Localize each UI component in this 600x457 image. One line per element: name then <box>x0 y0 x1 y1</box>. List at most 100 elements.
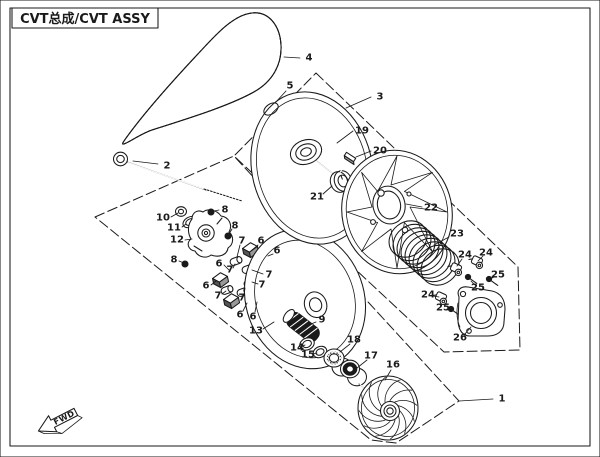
part-label-14: 14 <box>290 343 304 354</box>
part-label-15: 15 <box>301 350 315 361</box>
part-label-7: 7 <box>239 293 246 304</box>
leader-line-7 <box>232 263 236 269</box>
part-label-22: 22 <box>424 203 438 214</box>
part-label-25: 25 <box>471 283 485 294</box>
leader-line-12 <box>184 238 193 241</box>
part-label-25: 25 <box>436 303 450 314</box>
leader-line-22 <box>405 203 423 208</box>
leader-line-23 <box>433 236 450 246</box>
spider-assembly <box>187 209 234 258</box>
snap-ring <box>329 167 349 193</box>
page-border <box>9 7 591 447</box>
lock-nuts <box>181 208 232 268</box>
leader-line-9 <box>305 321 317 327</box>
leader-line-2 <box>132 160 159 165</box>
leader-line-19 <box>336 130 354 144</box>
part-label-7: 7 <box>259 280 266 291</box>
leader-line-6 <box>223 264 231 272</box>
part-label-21: 21 <box>310 192 324 203</box>
part-label-2: 2 <box>164 161 171 172</box>
part-label-5: 5 <box>287 81 294 92</box>
part-label-17: 17 <box>364 351 378 362</box>
leader-line-10 <box>170 212 179 218</box>
page-title: CVT总成/CVT ASSY <box>20 11 150 27</box>
drive-fixed-face-fan <box>357 375 419 441</box>
part-label-18: 18 <box>347 335 361 346</box>
leader-line-16 <box>384 369 392 381</box>
o-ring <box>263 102 279 116</box>
leader-line-15 <box>311 352 318 355</box>
woodruff-key <box>343 151 357 166</box>
leader-line-24 <box>456 258 463 267</box>
leader-line-26 <box>463 326 472 336</box>
part-label-8: 8 <box>222 205 229 216</box>
leader-line-7 <box>236 244 241 258</box>
leader-line-21 <box>322 185 333 195</box>
title-block: CVT总成/CVT ASSY <box>11 7 159 29</box>
part-label-19: 19 <box>355 126 369 137</box>
pulley-bolt <box>112 151 243 202</box>
leader-line-7 <box>243 287 246 296</box>
spoke-web <box>346 155 448 269</box>
part-label-10: 10 <box>156 213 170 224</box>
assembly-boxes <box>94 72 521 444</box>
leader-line-7 <box>221 290 227 295</box>
leader-line-5 <box>274 90 287 104</box>
part-label-20: 20 <box>373 146 387 157</box>
part-label-7: 7 <box>227 265 234 276</box>
part-label-6: 6 <box>216 259 223 270</box>
leader-line-13 <box>262 321 275 330</box>
leader-line-14 <box>300 344 306 348</box>
leader-line-17 <box>356 359 368 369</box>
flange-nut <box>174 206 188 217</box>
part-label-16: 16 <box>386 360 400 371</box>
part-label-7: 7 <box>239 236 246 247</box>
driven-pulley-assembly-box <box>233 72 521 353</box>
hub-spring <box>282 308 320 343</box>
leader-line-6 <box>267 253 274 257</box>
leader-line-7 <box>251 281 259 285</box>
drive-movable-face <box>243 228 367 370</box>
leader-line-6 <box>242 302 248 312</box>
cam-housing <box>456 286 506 337</box>
leader-line-18 <box>339 343 351 353</box>
washer-15 <box>312 345 328 359</box>
leader-line-6 <box>254 301 258 313</box>
part-label-6: 6 <box>250 312 257 323</box>
part-label-8: 8 <box>171 255 178 266</box>
part-label-9: 9 <box>319 315 326 326</box>
leader-line-20 <box>355 150 372 158</box>
leader-line-4 <box>283 56 301 59</box>
leader-line-24 <box>477 255 484 262</box>
part-label-11: 11 <box>167 223 181 234</box>
part-label-6: 6 <box>237 310 244 321</box>
leader-line-25 <box>470 280 476 286</box>
part-label-6: 6 <box>203 281 210 292</box>
driven-spring <box>388 220 460 286</box>
part-label-6: 6 <box>258 236 265 247</box>
part-label-24: 24 <box>458 250 472 261</box>
part-label-24: 24 <box>479 248 493 259</box>
part-label-7: 7 <box>215 291 222 302</box>
part-label-3: 3 <box>377 92 384 103</box>
part-label-4: 4 <box>306 53 313 64</box>
driven-movable-face <box>341 149 453 275</box>
part-label-6: 6 <box>274 246 281 257</box>
part-label-23: 23 <box>450 229 464 240</box>
part-label-1: 1 <box>499 394 506 405</box>
part-label-7: 7 <box>266 270 273 281</box>
leader-line-8 <box>178 260 185 264</box>
leader-line-11 <box>181 223 187 228</box>
fan-blades <box>358 376 418 440</box>
part-label-24: 24 <box>421 290 435 301</box>
leader-line-24 <box>432 295 440 298</box>
part-label-12: 12 <box>170 235 184 246</box>
part-label-26: 26 <box>453 333 467 344</box>
leader-line-8 <box>213 209 220 212</box>
part-label-8: 8 <box>232 221 239 232</box>
leader-line-6 <box>210 280 217 286</box>
drive-pulley-assembly-box <box>94 155 460 444</box>
leader-line-8 <box>228 228 233 235</box>
leader-line-1 <box>458 398 494 402</box>
